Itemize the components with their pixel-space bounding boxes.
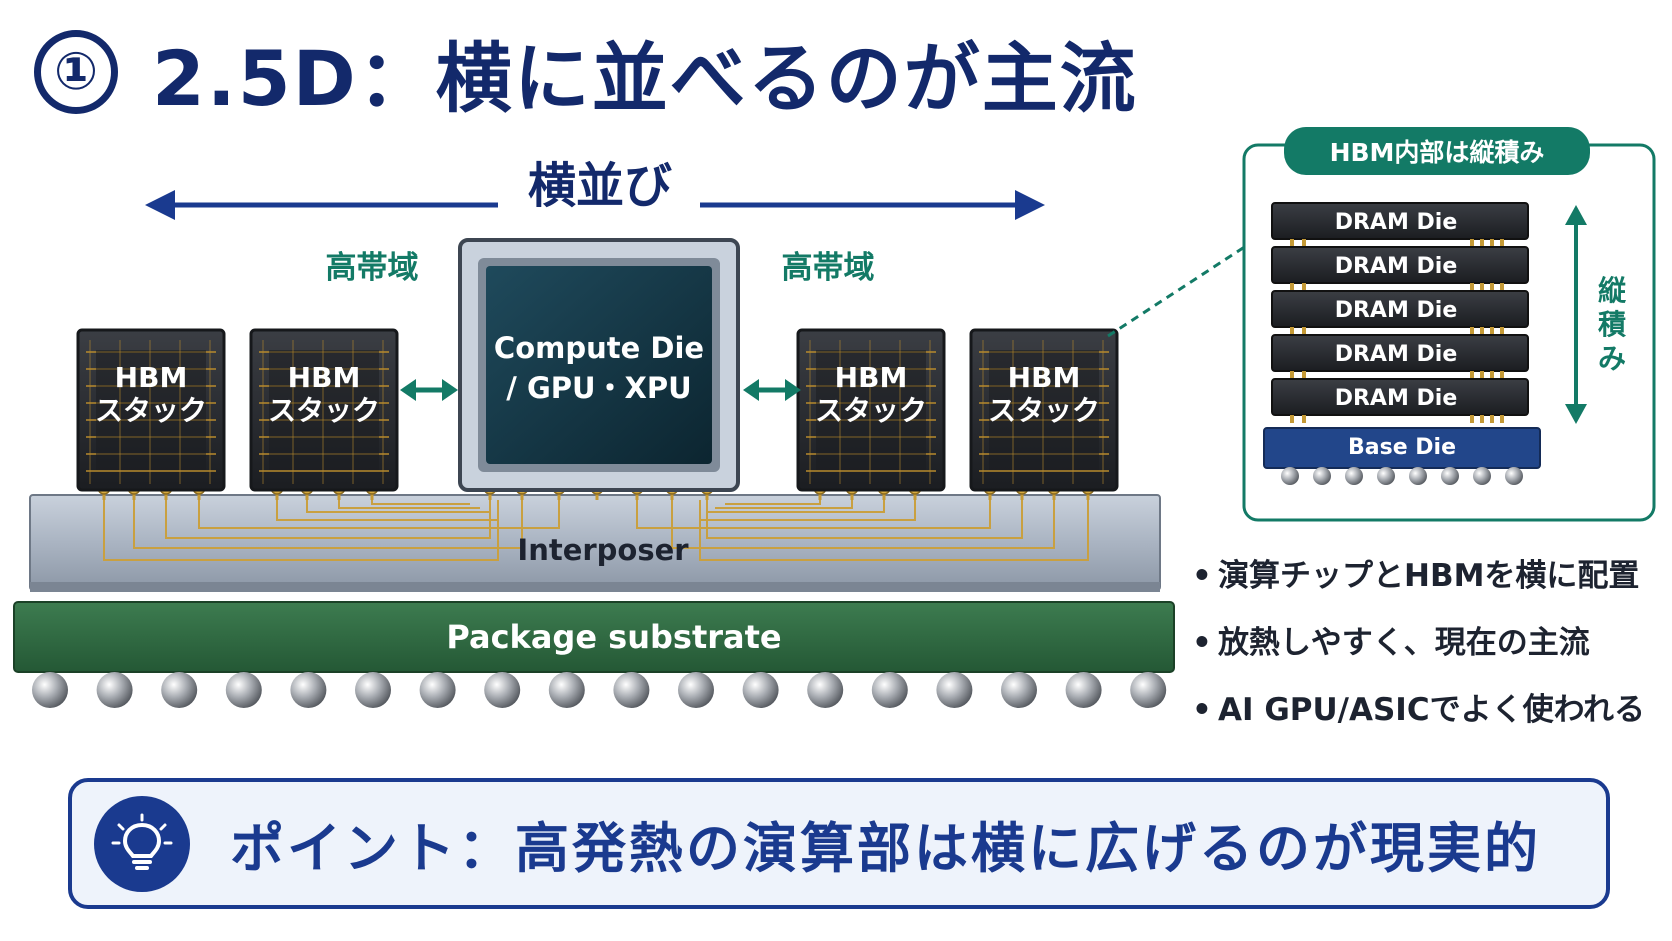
dram-die-5: DRAM Die — [1335, 386, 1458, 411]
bullet-item-2: •放熱しやすく、現在の主流 — [1192, 625, 1590, 661]
hbm-1-line2: スタック — [95, 394, 207, 427]
bandwidth-arrow-right — [743, 379, 801, 401]
solder-ball — [678, 672, 714, 708]
solder-balls — [32, 672, 1167, 708]
bandwidth-arrow-left — [400, 379, 458, 401]
dram-die-2: DRAM Die — [1335, 254, 1458, 279]
title-number-badge: ① — [34, 30, 118, 114]
hbm-stack-1 — [76, 328, 226, 492]
vertical-stack-label: 縦積み — [1598, 274, 1627, 375]
solder-ball — [1065, 672, 1102, 708]
solder-ball — [548, 672, 585, 708]
hbm-3-line2: スタック — [815, 394, 927, 427]
bandwidth-label-right: 高帯域 — [782, 250, 875, 286]
solder-ball — [419, 672, 456, 708]
solder-ball — [290, 672, 327, 708]
bullet-list: •演算チップとHBMを横に配置 •放熱しやすく、現在の主流 •AI GPU/AS… — [1192, 556, 1645, 757]
solder-ball — [936, 672, 973, 708]
dram-die-4: DRAM Die — [1335, 342, 1458, 367]
bandwidth-label-left: 高帯域 — [326, 250, 419, 286]
arrow-label: 横並び — [528, 158, 672, 214]
solder-ball — [807, 672, 844, 708]
hbm-stack-4 — [969, 328, 1119, 492]
solder-ball — [161, 672, 198, 708]
hbm-4-line1: HBM — [1008, 361, 1081, 394]
dram-stack — [1263, 202, 1541, 485]
dram-die-3: DRAM Die — [1335, 298, 1458, 323]
hbm-4-line2: スタック — [988, 394, 1100, 427]
hbm-3-line1: HBM — [835, 361, 908, 394]
point-callout: ポイント：高発熱の演算部は横に広げるのが現実的 — [68, 778, 1610, 909]
solder-ball — [484, 672, 521, 708]
solder-ball — [1130, 672, 1167, 708]
solder-ball — [742, 672, 779, 708]
solder-ball — [355, 672, 391, 708]
compute-die-line1: Compute Die — [494, 331, 704, 365]
base-die: Base Die — [1348, 435, 1456, 460]
title-text: 2.5D：横に並べるのが主流 — [152, 34, 1138, 123]
lightbulb-icon — [94, 795, 190, 892]
page-title: ① 2.5D：横に並べるのが主流 — [34, 22, 1138, 123]
interposer-label: Interposer — [517, 533, 689, 567]
interposer-traces — [103, 500, 1089, 561]
solder-ball — [32, 672, 68, 708]
solder-ball — [1001, 672, 1037, 708]
solder-ball — [613, 672, 650, 708]
compute-die-line2: / GPU・XPU — [506, 371, 691, 405]
dram-die-1: DRAM Die — [1335, 210, 1458, 235]
hbm-2-line2: スタック — [268, 394, 380, 427]
solder-ball — [225, 672, 262, 708]
bullet-item-3: •AI GPU/ASICでよく使われる — [1192, 692, 1646, 728]
substrate-label: Package substrate — [446, 618, 781, 656]
hbm-1-line1: HBM — [115, 361, 188, 394]
compute-die — [458, 238, 740, 492]
bullet-item-1: •演算チップとHBMを横に配置 — [1192, 558, 1640, 594]
package-substrate — [13, 601, 1175, 673]
interposer — [29, 494, 1161, 592]
horizontal-arrow — [145, 190, 1045, 220]
inset-title: HBM内部は縦積み — [1330, 138, 1545, 167]
point-text: ポイント：高発熱の演算部は横に広げるのが現実的 — [230, 817, 1541, 880]
hbm-stack-2 — [249, 328, 399, 492]
hbm-stack-3 — [796, 328, 946, 492]
inset-connector-line — [1107, 244, 1247, 338]
vertical-stack-arrow — [1565, 205, 1587, 424]
hbm-2-line1: HBM — [288, 361, 361, 394]
solder-ball — [871, 672, 908, 708]
solder-ball — [96, 672, 133, 708]
